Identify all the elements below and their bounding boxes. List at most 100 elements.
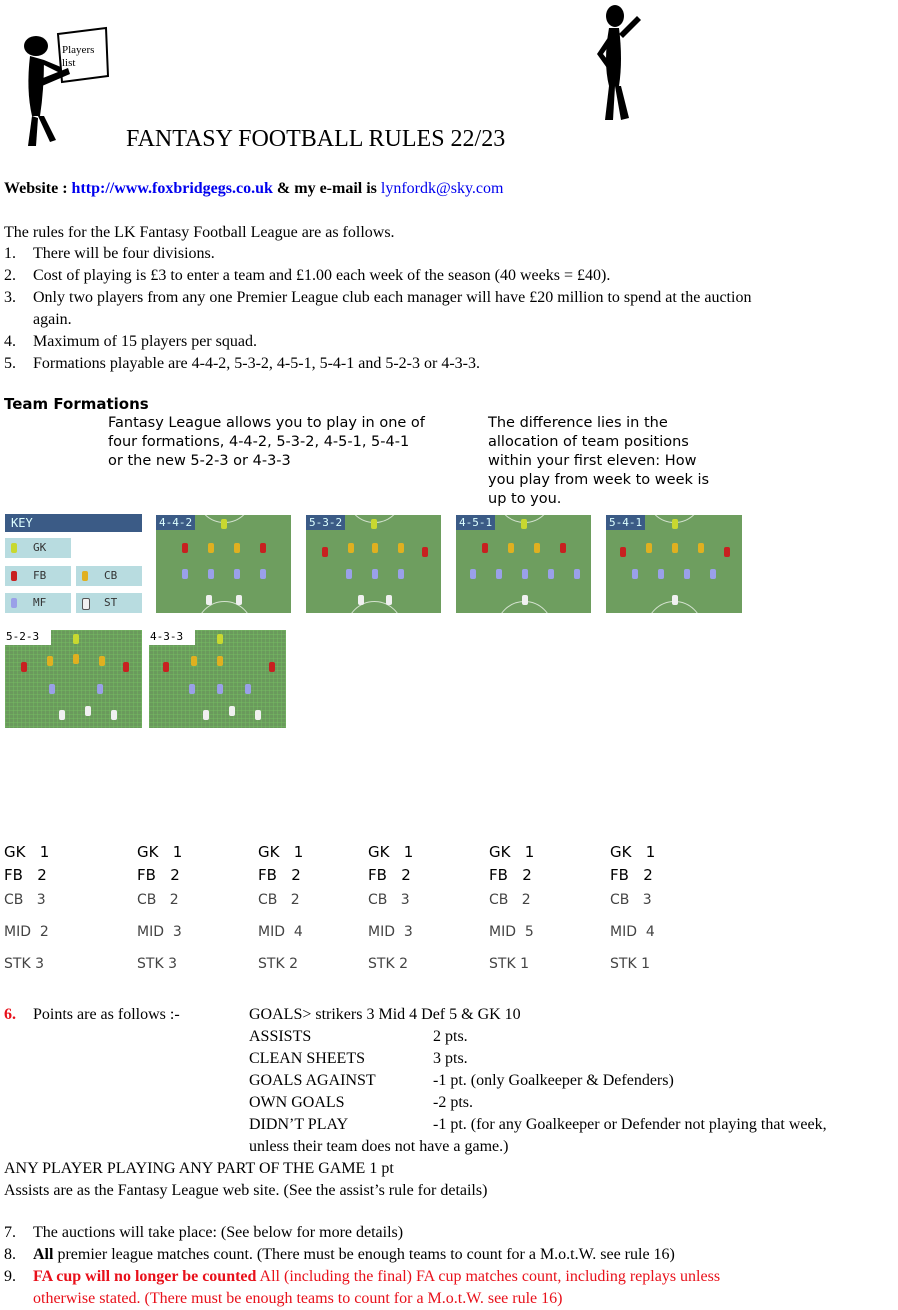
rule-item: 7. The auctions will take place: (See bel… xyxy=(4,1222,894,1244)
formations-right-text: The difference lies in the allocation of… xyxy=(488,414,709,509)
key-item-mf: MF xyxy=(5,593,71,613)
rules-list-a: 1. There will be four divisions. 2. Cost o… xyxy=(4,243,894,375)
email-label: & my e-mail is xyxy=(272,180,381,197)
mid-count: MID 5 xyxy=(489,924,534,940)
key-item-cb: CB xyxy=(76,566,142,586)
rule-text: Formations playable are 4-4-2, 5-3-2, 4-… xyxy=(33,355,480,372)
page-title: FANTASY FOOTBALL RULES 22/23 xyxy=(126,126,506,152)
key-label: ST xyxy=(104,596,118,609)
rule-text: There will be four divisions. xyxy=(33,245,215,262)
rule-text-continued: otherwise stated. (There must be enough … xyxy=(33,1290,563,1307)
formations-left-text: Fantasy League allows you to play in one… xyxy=(108,414,425,471)
intro-text: The rules for the LK Fantasy Football Le… xyxy=(4,224,395,241)
gk-count: GK 1 xyxy=(137,843,183,861)
gk-count: GK 1 xyxy=(489,843,535,861)
rule-item: 5. Formations playable are 4-4-2, 5-3-2, … xyxy=(4,353,894,375)
any-player-line: ANY PLAYER PLAYING ANY PART OF THE GAME … xyxy=(4,1160,394,1177)
text-line: The difference lies in the xyxy=(488,415,668,431)
website-link[interactable]: http://www.foxbridgegs.co.uk xyxy=(71,180,273,197)
points-row-value: 3 pts. xyxy=(433,1050,468,1067)
pitch-label: 5-2-3 xyxy=(5,630,52,645)
rule-number: 5. xyxy=(4,355,16,372)
points-row-name: DIDN’T PLAY xyxy=(249,1116,349,1133)
points-row-value: 2 pts. xyxy=(433,1028,468,1045)
points-label: Points are as follows :- xyxy=(33,1006,180,1023)
rule-text: All (including the final) FA cup matches… xyxy=(256,1268,721,1285)
gk-count: GK 1 xyxy=(4,843,50,861)
formations-heading: Team Formations xyxy=(4,395,149,413)
rule-text: Cost of playing is £3 to enter a team an… xyxy=(33,267,611,284)
text-line: you play from week to week is xyxy=(488,472,710,488)
cartoon-sign-label: Players list xyxy=(62,44,102,70)
rule-text: Only two players from any one Premier Le… xyxy=(33,289,752,306)
cartoon-sign-text: Players list xyxy=(62,44,95,69)
cartoon-reading-figure xyxy=(24,26,110,146)
key-title: KEY xyxy=(5,514,142,532)
points-continuation: unless their team does not have a game.) xyxy=(249,1138,509,1155)
contact-line: Website : http://www.foxbridgegs.co.uk &… xyxy=(4,178,503,199)
rule-text: premier league matches count. (There mus… xyxy=(53,1246,675,1263)
rule-item: 1. There will be four divisions. xyxy=(4,243,894,265)
points-row-name: GOALS AGAINST xyxy=(249,1072,376,1089)
rule-text: Maximum of 15 players per squad. xyxy=(33,333,257,350)
text-line: allocation of team positions xyxy=(488,434,689,450)
rule-number: 8. xyxy=(4,1246,16,1263)
text-line: four formations, 4-4-2, 5-3-2, 4-5-1, 5-… xyxy=(108,434,410,450)
mid-count: MID 4 xyxy=(610,924,655,940)
key-label: GK xyxy=(33,541,47,554)
pitch-4-5-1: 4-5-1 xyxy=(456,515,591,613)
rule-number: 7. xyxy=(4,1224,16,1241)
rules-list-b: 7. The auctions will take place: (See bel… xyxy=(4,1222,894,1310)
rule-item: 8. All premier league matches count. (The… xyxy=(4,1244,894,1266)
mid-count: MID 4 xyxy=(258,924,303,940)
assists-note: Assists are as the Fantasy League web si… xyxy=(4,1182,488,1199)
key-label: MF xyxy=(33,596,47,609)
rule-bold: All xyxy=(33,1246,54,1263)
mid-count: MID 2 xyxy=(4,924,49,940)
fb-count: FB 2 xyxy=(4,866,47,884)
email-link[interactable]: lynfordk@sky.com xyxy=(380,180,504,197)
text-line: or the new 5-2-3 or 4-3-3 xyxy=(108,453,291,469)
stk-count: STK 3 xyxy=(4,956,44,972)
stk-count: STK 1 xyxy=(610,956,650,972)
website-label: Website : xyxy=(4,180,72,197)
points-row-name: ASSISTS xyxy=(249,1028,312,1045)
stk-count: STK 2 xyxy=(258,956,298,972)
points-row-name: OWN GOALS xyxy=(249,1094,345,1111)
rule-number: 6. xyxy=(4,1006,16,1023)
text-line: Fantasy League allows you to play in one… xyxy=(108,415,425,431)
rule-number: 2. xyxy=(4,267,16,284)
stk-count: STK 2 xyxy=(368,956,408,972)
rule-number: 9. xyxy=(4,1268,16,1285)
stk-count: STK 1 xyxy=(489,956,529,972)
rule-bold: FA cup will no longer be counted xyxy=(33,1268,257,1285)
points-row-value: -1 pt. (for any Goalkeeper or Defender n… xyxy=(433,1116,827,1133)
cb-count: CB 3 xyxy=(610,892,652,908)
points-row-name: CLEAN SHEETS xyxy=(249,1050,365,1067)
pitch-label: 4-3-3 xyxy=(149,630,196,645)
points-goals: GOALS> strikers 3 Mid 4 Def 5 & GK 10 xyxy=(249,1006,521,1023)
rule-number: 1. xyxy=(4,245,16,262)
rule-number: 3. xyxy=(4,289,16,306)
pitch-5-3-2: 5-3-2 xyxy=(306,515,441,613)
cb-count: CB 3 xyxy=(368,892,410,908)
cb-count: CB 3 xyxy=(4,892,46,908)
fb-count: FB 2 xyxy=(489,866,532,884)
gk-count: GK 1 xyxy=(368,843,414,861)
pitch-label: 5-4-1 xyxy=(606,515,646,530)
key-label: CB xyxy=(104,569,118,582)
rule-text-continued: again. xyxy=(33,311,72,328)
formation-key: KEY GK FB CB MF ST xyxy=(5,514,142,614)
rule-item: 2. Cost of playing is £3 to enter a team … xyxy=(4,265,894,287)
cb-count: CB 2 xyxy=(489,892,531,908)
rule-text: The auctions will take place: (See below… xyxy=(33,1224,404,1241)
key-item-st: ST xyxy=(76,593,142,613)
rule-item: 9. FA cup will no longer be counted All (… xyxy=(4,1266,894,1310)
points-row-value: -2 pts. xyxy=(433,1094,473,1111)
fb-count: FB 2 xyxy=(368,866,411,884)
cb-count: CB 2 xyxy=(258,892,300,908)
fb-count: FB 2 xyxy=(137,866,180,884)
fb-count: FB 2 xyxy=(258,866,301,884)
pitch-5-2-3: 5-2-3 xyxy=(5,630,142,728)
points-section: 6. Points are as follows :- GOALS> strik… xyxy=(0,1004,898,1164)
